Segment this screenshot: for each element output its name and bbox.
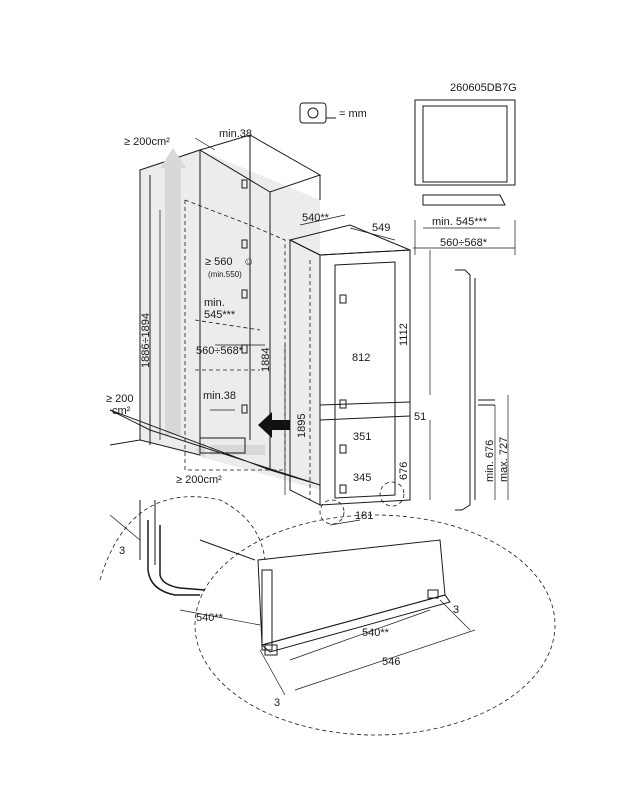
side-max-727: max. 727 <box>498 436 510 482</box>
appliance-height-1895: 1895 <box>296 413 308 438</box>
width-min-line1: min. <box>204 297 225 309</box>
foot-181-label: 181 <box>355 510 374 522</box>
min-550-label: (min.550) <box>208 270 242 279</box>
vent-left-line1: ≥ 200 <box>106 393 134 405</box>
side-min-676: min. 676 <box>484 439 496 482</box>
gap-51-label: 51 <box>414 411 427 423</box>
depth-min-top-label: min.38 <box>219 128 253 140</box>
detail-left-corner <box>99 496 266 626</box>
height-min-560-label: ≥ 560 <box>205 256 233 268</box>
appliance-body <box>258 214 431 525</box>
detail-bottom-oval <box>194 514 556 736</box>
vent-left-line2: cm² <box>112 405 131 417</box>
tape-measure-icon <box>299 102 336 124</box>
detail-left-width-540: 540** <box>196 612 223 624</box>
appliance-width-540: 540** <box>302 212 329 224</box>
top-section-1112: 1112 <box>398 323 410 346</box>
niche-cabinet <box>109 134 322 490</box>
depth-min-bottom-label: min.38 <box>203 390 237 402</box>
side-profile <box>455 269 509 511</box>
vent-top-label: ≥ 200cm² <box>124 136 170 148</box>
top-view-min-545: min. 545*** <box>432 216 488 228</box>
width-min-line2: 545*** <box>204 309 236 321</box>
detail-bottom-width-546: 546 <box>382 656 401 668</box>
appliance-depth-549: 549 <box>372 222 391 234</box>
width-range-label: 560÷568* <box>196 345 244 357</box>
detail-bottom-gap-3-right: 3 <box>453 604 460 616</box>
detail-bottom-width-540: 540** <box>362 627 389 639</box>
unit-legend: = mm <box>339 108 367 120</box>
freezer-door-812: 812 <box>352 352 371 364</box>
detail-bottom-gap-3-left: 3 <box>274 697 281 709</box>
smiley-icon: ☺ <box>243 256 255 268</box>
niche-height-label: 1886÷1894 <box>140 313 152 368</box>
model-code: 260605DB7G <box>450 82 517 94</box>
vent-bottom-label: ≥ 200cm² <box>176 474 222 486</box>
detail-left-gap-3: 3 <box>119 545 126 557</box>
bottom-676-label: 676 <box>398 461 410 480</box>
top-view-range: 560÷568* <box>440 237 488 249</box>
appliance-height-1884: 1884 <box>260 347 272 372</box>
top-view <box>413 99 516 255</box>
drawer-345-label: 345 <box>353 472 372 484</box>
drawer-351-label: 351 <box>353 431 372 443</box>
